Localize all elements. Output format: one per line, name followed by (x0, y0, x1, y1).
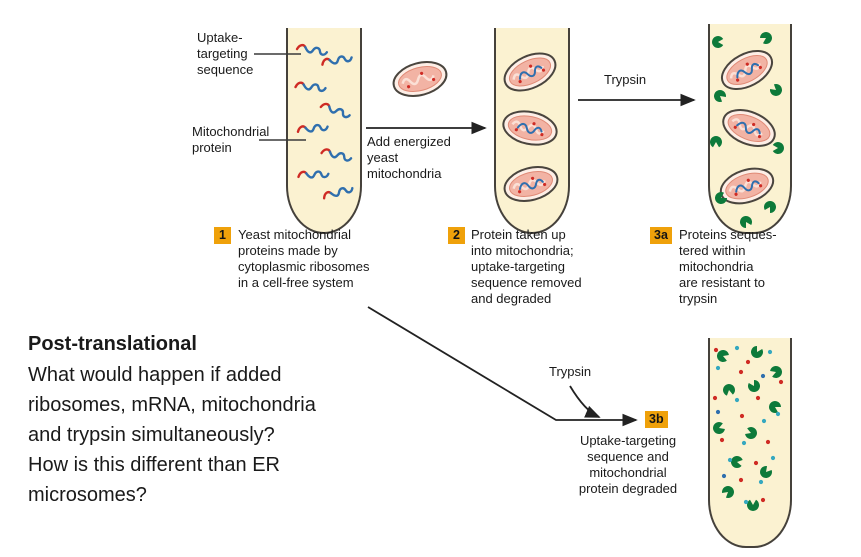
test-tube-3a (708, 24, 792, 234)
mitochondrion-icon (388, 55, 452, 103)
label-uptake-targeting-sequence: Uptake- targeting sequence (197, 30, 254, 78)
step-caption-1: Yeast mitochondrial proteins made by cyt… (238, 227, 370, 291)
step-badge-2: 2 (448, 227, 465, 244)
step-caption-3a: Proteins seques- tered within mitochondr… (679, 227, 777, 307)
test-tube-2 (494, 28, 570, 234)
step-caption-3b: Uptake-targeting sequence and mitochondr… (578, 433, 678, 497)
question-title: Post-translational (28, 333, 197, 355)
label-mitochondrial-protein: Mitochondrial protein (192, 124, 270, 156)
label-trypsin-top: Trypsin (604, 72, 647, 87)
step-caption-2: Protein taken up into mitochondria; upta… (471, 227, 582, 307)
step-badge-1: 1 (214, 227, 231, 244)
step-badge-3b: 3b (645, 411, 668, 428)
label-add-energized-yeast-mitochondria: Add energized yeast mitochondria (367, 134, 451, 182)
test-tube-1 (286, 28, 362, 234)
test-tube-3b (708, 338, 792, 548)
question-body: What would happen if added ribosomes, mR… (28, 364, 316, 506)
label-trypsin-bottom: Trypsin (549, 364, 592, 379)
step-badge-3a: 3a (650, 227, 672, 244)
